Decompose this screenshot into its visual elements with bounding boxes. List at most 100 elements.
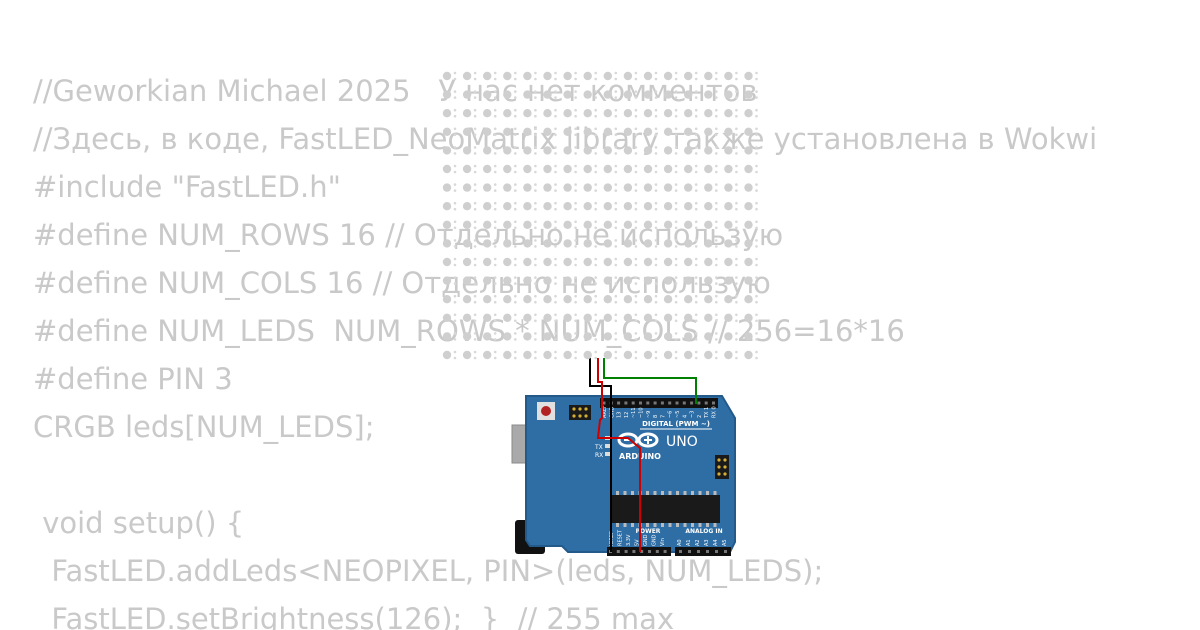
led-pixel [643, 313, 658, 323]
led-pixel [704, 183, 718, 192]
led-pixel [462, 183, 477, 192]
led-pixel [684, 183, 698, 192]
led-pixel [523, 108, 537, 118]
wire-data[interactable] [603, 358, 697, 404]
header-pin[interactable] [704, 401, 708, 405]
header-pin[interactable] [624, 401, 628, 405]
led-pixel [603, 276, 618, 285]
header-pin[interactable] [663, 550, 667, 553]
led-pixel [503, 332, 517, 341]
led-pixel [543, 146, 557, 155]
digital-header[interactable] [600, 398, 718, 408]
led-pixel [643, 183, 658, 192]
header-pin[interactable] [648, 550, 651, 553]
led-pixel [442, 108, 457, 118]
header-pin[interactable] [646, 401, 650, 405]
chip-pin [683, 491, 687, 495]
led-pixel [462, 239, 477, 248]
chip-pin [661, 523, 664, 527]
led-pixel [643, 127, 658, 137]
header-pin[interactable] [688, 550, 691, 553]
header-pin[interactable] [616, 550, 620, 553]
wire-5v[interactable] [596, 358, 641, 552]
header-pin[interactable] [639, 401, 642, 405]
led-pixel [744, 294, 758, 304]
led-pixel [684, 294, 698, 304]
header-pin[interactable] [617, 401, 621, 405]
led-pixel [663, 257, 678, 267]
header-pin[interactable] [631, 401, 635, 405]
led-pixel [543, 164, 557, 174]
led-pixel [503, 294, 517, 304]
led-pixel [563, 201, 577, 211]
header-pin[interactable] [602, 401, 606, 405]
led-pixel [603, 313, 618, 323]
chip-pin [713, 523, 717, 527]
analog-label: ANALOG IN [685, 528, 722, 535]
led-pixel [583, 313, 597, 323]
led-pixel [724, 164, 738, 174]
led-pixel [704, 313, 718, 323]
wire-gnd[interactable] [589, 358, 612, 552]
chip-pin [668, 523, 672, 527]
pin-label: 2 [697, 415, 703, 418]
led-pixel [523, 183, 537, 192]
led-pixel [483, 183, 497, 192]
header-pin[interactable] [675, 401, 679, 405]
led-pixel [483, 201, 497, 211]
header-pin[interactable] [697, 401, 701, 405]
led-pixel [442, 332, 457, 341]
tx-label: TX [594, 444, 603, 451]
led-pixel [643, 350, 658, 360]
led-pixel [442, 90, 457, 99]
led-pixel [643, 108, 658, 118]
led-pixel [623, 313, 638, 323]
power-label: POWER [636, 528, 661, 535]
header-pin[interactable] [706, 550, 709, 553]
led-pixel [503, 90, 517, 99]
header-pin[interactable] [682, 401, 686, 405]
pin-label: A4 [713, 539, 719, 546]
led-pixel [543, 220, 557, 230]
header-pin[interactable] [660, 401, 664, 405]
header-pin[interactable] [668, 401, 672, 405]
led-pixel [744, 90, 758, 99]
led-pixel [462, 220, 477, 230]
led-pixel [543, 332, 557, 341]
led-pixel [442, 201, 457, 211]
header-pin[interactable] [712, 401, 715, 405]
led-pixel [724, 127, 738, 137]
led-pixel [462, 257, 477, 267]
header-pin[interactable] [640, 550, 644, 553]
header-pin[interactable] [690, 401, 694, 405]
code-line: #define NUM_COLS 16 // Отдельно не испол… [33, 266, 771, 300]
header-pin[interactable] [653, 401, 657, 405]
led-pixel [563, 257, 577, 267]
header-pin[interactable] [632, 550, 636, 553]
led-pixel [462, 294, 477, 304]
header-pin[interactable] [655, 550, 659, 553]
led-pixel [462, 276, 477, 285]
led-pixel [663, 220, 678, 230]
led-pixel [583, 164, 597, 174]
reset-button-cap[interactable] [541, 406, 551, 416]
led-pixel [663, 146, 678, 155]
chip-pin [616, 523, 619, 527]
led-pixel [523, 350, 537, 360]
led-pixel [483, 127, 497, 137]
led-pixel [704, 257, 718, 267]
analog-header[interactable] [675, 547, 731, 556]
header-pin[interactable] [679, 550, 682, 553]
header-pin[interactable] [715, 550, 718, 553]
header-pin[interactable] [724, 550, 727, 553]
led-pixel [744, 201, 758, 211]
header-pin[interactable] [624, 550, 628, 553]
header-pin[interactable] [697, 550, 700, 553]
led-pixel [462, 164, 477, 174]
led-pixel [623, 257, 638, 267]
led-pixel [563, 71, 577, 81]
led-pixel [643, 71, 658, 81]
